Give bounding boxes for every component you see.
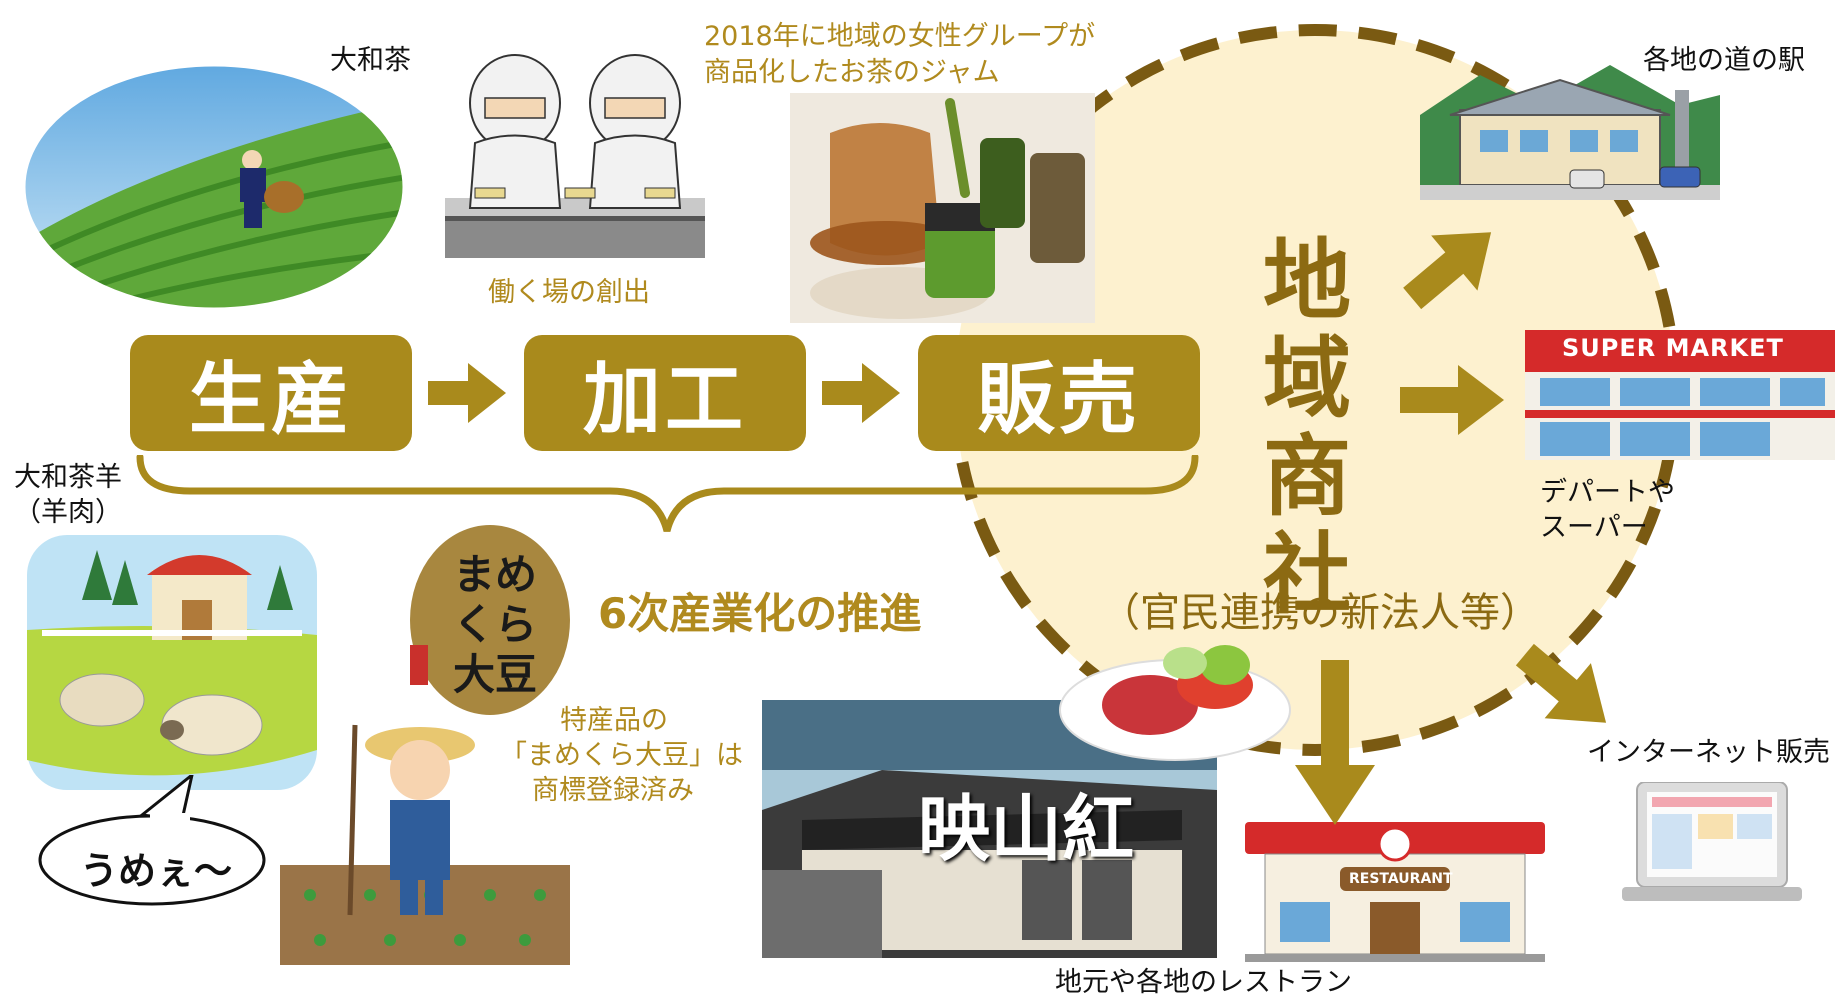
arrow-to-supermarket bbox=[1400, 365, 1504, 435]
specialty-line3: 商標登録済み bbox=[532, 775, 694, 806]
arrow-to-restaurant bbox=[1295, 660, 1375, 825]
sheep-farm-image bbox=[27, 535, 317, 790]
trading-company-subtitle: （官民連携の新法人等） bbox=[1100, 590, 1540, 636]
supermarket-sign-text: SUPER MARKET bbox=[1562, 334, 1784, 362]
internet-sales-label: インターネット販売 bbox=[1587, 737, 1830, 768]
sixth-industry-label: 6次産業化の推進 bbox=[598, 589, 922, 638]
farmer-image bbox=[280, 724, 570, 965]
stage-processing: 加工 bbox=[524, 335, 806, 451]
restaurant-sign-text: RESTAURANT bbox=[1349, 871, 1453, 887]
restaurant-caption: 地元や各地のレストラン bbox=[1055, 967, 1352, 998]
arrow-to-internet bbox=[1515, 643, 1607, 723]
specialty-line2: 「まめくら大豆」は bbox=[500, 740, 743, 771]
tea-jam-photo bbox=[790, 93, 1095, 323]
lamb-dish-photo bbox=[1059, 645, 1291, 761]
department-line1: デパートや bbox=[1540, 477, 1675, 508]
michi-no-eki-image bbox=[1420, 65, 1720, 200]
workplace-label: 働く場の創出 bbox=[488, 277, 650, 308]
tea-field-image bbox=[22, 63, 406, 311]
yamato-tea-label: 大和茶 bbox=[330, 45, 411, 76]
lamb-label-line1: 大和茶羊 bbox=[14, 462, 122, 493]
mamekura-logo-text: まめくら大豆 bbox=[452, 550, 537, 699]
mamekura-logo bbox=[410, 525, 570, 715]
arrow-production-to-processing bbox=[428, 363, 506, 423]
arrow-processing-to-sales bbox=[822, 363, 900, 423]
restaurant-image bbox=[1245, 822, 1545, 962]
specialty-line1: 特産品の bbox=[560, 705, 668, 736]
laptop-image bbox=[1622, 782, 1802, 901]
speech-bubble-shape bbox=[38, 775, 266, 906]
arrow-to-michi-no-eki bbox=[1403, 232, 1492, 310]
jam-caption-line2: 商品化したお茶のジャム bbox=[704, 57, 1000, 88]
trading-company-title: 地域商社 bbox=[1262, 229, 1351, 626]
department-line2: スーパー bbox=[1540, 512, 1648, 543]
supermarket-image bbox=[1525, 330, 1835, 460]
stage-production: 生産 bbox=[130, 335, 412, 451]
jam-caption-line1: 2018年に地域の女性グループが bbox=[704, 21, 1096, 52]
workers-image bbox=[445, 54, 705, 258]
michi-no-eki-label: 各地の道の駅 bbox=[1643, 45, 1805, 76]
lamb-label-line2: （羊肉） bbox=[14, 497, 122, 528]
speech-bubble-text: うめぇ～ bbox=[80, 849, 233, 893]
stage-sales: 販売 bbox=[918, 335, 1200, 451]
brace bbox=[136, 455, 1199, 532]
shop-sign-text: 映山紅 bbox=[918, 787, 1135, 871]
